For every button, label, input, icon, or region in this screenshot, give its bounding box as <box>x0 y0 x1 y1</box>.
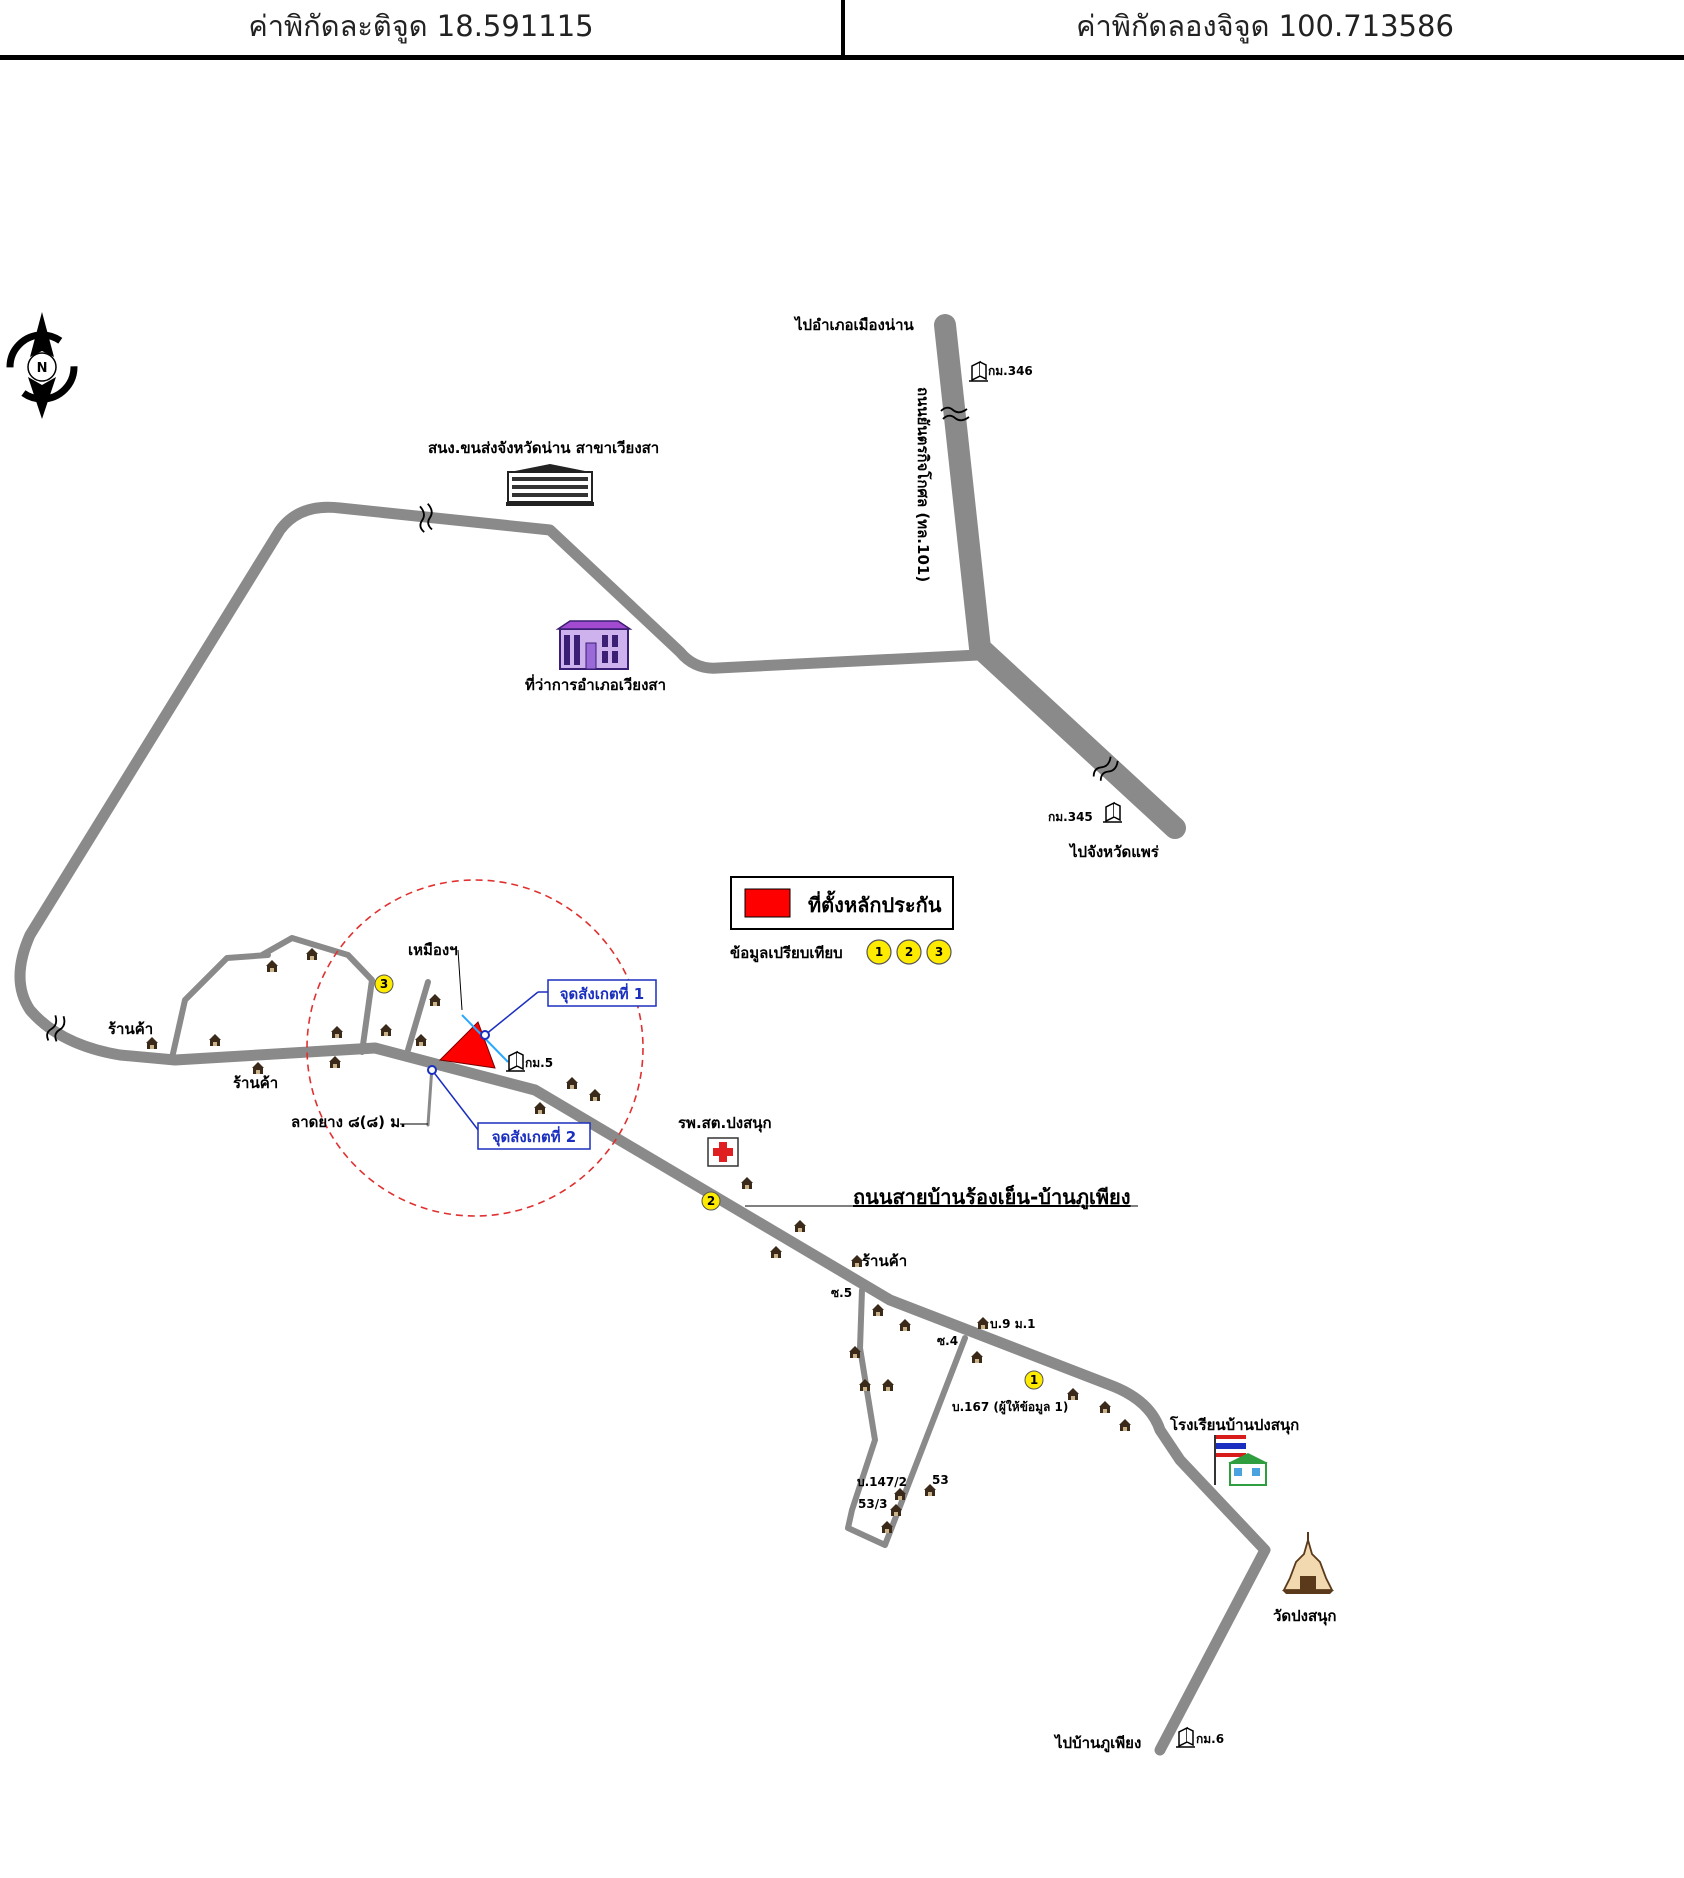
label-house-53-3: 53/3 <box>858 1497 887 1511</box>
collateral-site <box>438 1014 509 1069</box>
roads <box>14 314 1271 1756</box>
north-arrow-icon: N <box>6 312 78 419</box>
svg-text:1: 1 <box>1030 1373 1038 1387</box>
svg-text:3: 3 <box>935 945 943 959</box>
label-to-nan: ไปอำเภอเมืองน่าน <box>793 315 915 334</box>
legend-marker-2: 2 <box>896 939 922 965</box>
label-house-53: 53 <box>932 1473 949 1487</box>
map-labels: ไปอำเภอเมืองน่าน กม.346 ถนนยันตรกิจโกศล … <box>108 315 1337 1753</box>
svg-text:1: 1 <box>875 945 883 959</box>
header-divider <box>841 0 845 60</box>
label-house-9: บ.9 ม.1 <box>990 1317 1036 1331</box>
km346-post-icon <box>968 361 989 382</box>
label-paved: ลาดยาง ๘(๘) ม. <box>291 1113 406 1131</box>
label-to-phrae: ไปจังหวัดแพร่ <box>1068 842 1160 861</box>
temple-icon <box>1282 1532 1334 1594</box>
legend: ที่ตั้งหลักประกัน ข้อมูลเปรียบเทียบ 1 2 … <box>730 876 954 965</box>
obs1-point <box>480 1030 490 1040</box>
village-lane-west <box>169 935 375 1061</box>
km345-post-icon <box>1102 802 1123 823</box>
svg-text:จุดสังเกตที่ 2: จุดสังเกตที่ 2 <box>492 1126 577 1147</box>
obs2-callout: จุดสังเกตที่ 2 <box>477 1122 591 1150</box>
district-office-icon <box>555 620 633 670</box>
school-icon <box>1214 1435 1268 1486</box>
coordinate-header: ค่าพิกัดละติจูด 18.591115 ค่าพิกัดลองจิจ… <box>0 0 1684 62</box>
label-shop-3: ร้านค้า <box>862 1252 907 1270</box>
label-soi5: ซ.5 <box>831 1286 852 1300</box>
village-lane-soi5 <box>845 1287 968 1548</box>
label-highway: ถนนยันตรกิจโกศล (ทล.101) <box>914 387 933 582</box>
label-transport-office: สนง.ขนส่งจังหวัดน่าน สาขาเวียงสา <box>428 439 659 457</box>
marker-2: 2 <box>701 1191 721 1211</box>
highway-101 <box>934 314 1186 839</box>
obs2-point <box>427 1065 437 1075</box>
legend-marker-1: 1 <box>866 939 892 965</box>
longitude-label: ค่าพิกัดลองจิจูด 100.713586 <box>1076 9 1454 43</box>
label-soi4: ซ.4 <box>937 1334 958 1348</box>
label-health-center: รพ.สต.ปงสนุก <box>678 1114 772 1133</box>
health-center-icon <box>707 1137 739 1167</box>
survey-radius-circle <box>306 879 644 1217</box>
houses <box>146 948 1131 1533</box>
label-to-phuphiang: ไปบ้านภูเพียง <box>1053 1733 1141 1753</box>
leader-lines <box>400 949 1138 1207</box>
label-shop-1: ร้านค้า <box>108 1020 153 1038</box>
latitude-label: ค่าพิกัดละติจูด 18.591115 <box>248 9 594 43</box>
marker-1: 1 <box>1024 1370 1044 1390</box>
svg-text:2: 2 <box>905 945 913 959</box>
svg-text:จุดสังเกตที่ 1: จุดสังเกตที่ 1 <box>560 983 645 1004</box>
legend-site-swatch <box>744 888 791 918</box>
label-school: โรงเรียนบ้านปงสนุก <box>1169 1415 1299 1435</box>
label-km6: กม.6 <box>1196 1732 1224 1746</box>
header-rule <box>0 55 1684 60</box>
legend-marker-3: 3 <box>926 939 952 965</box>
marker-3: 3 <box>374 974 394 994</box>
label-shop-2: ร้านค้า <box>233 1074 278 1092</box>
legend-compare-label: ข้อมูลเปรียบเทียบ <box>730 944 843 963</box>
label-km5: กม.5 <box>525 1056 553 1070</box>
label-mine: เหมืองฯ <box>408 941 458 959</box>
km6-post-icon <box>1175 1727 1196 1748</box>
village-lane-mine <box>405 979 431 1053</box>
legend-site-label: ที่ตั้งหลักประกัน <box>808 890 942 917</box>
obs1-callout: จุดสังเกตที่ 1 <box>547 979 657 1007</box>
label-road-name: ถนนสายบ้านร้องเย็น-บ้านภูเพียง <box>853 1184 1131 1211</box>
paved-line <box>426 1064 434 1127</box>
transport-office-icon <box>506 464 594 506</box>
compass-letter: N <box>37 361 48 376</box>
label-km346: กม.346 <box>988 364 1033 378</box>
km5-post-icon <box>505 1051 526 1072</box>
label-house-167: บ.167 (ผู้ให้ข้อมูล 1) <box>952 1399 1068 1415</box>
svg-text:3: 3 <box>380 977 388 991</box>
label-district-office: ที่ว่าการอำเภอเวียงสา <box>525 674 666 694</box>
label-temple: วัดปงสนุก <box>1273 1607 1337 1626</box>
label-house-147: บ.147/2 <box>857 1475 907 1489</box>
label-km345: กม.345 <box>1048 810 1093 824</box>
main-loop-road <box>14 501 1271 1756</box>
svg-text:2: 2 <box>707 1194 715 1208</box>
